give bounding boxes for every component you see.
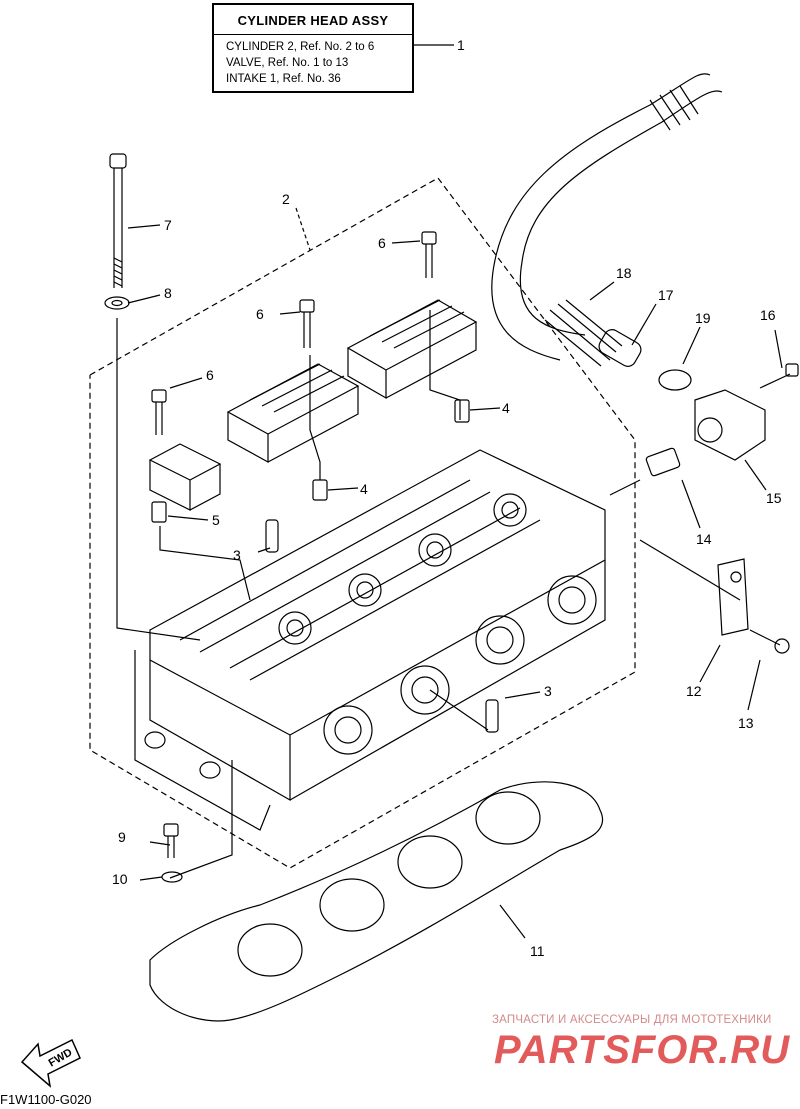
bracket-12	[717, 558, 749, 636]
callout-10: 10	[112, 871, 128, 887]
assembly-title: CYLINDER HEAD ASSY	[237, 13, 389, 28]
assembly-outline	[89, 177, 636, 869]
callout-2: 2	[282, 191, 290, 207]
diagram-code: F1W1100-G020	[0, 1092, 92, 1107]
callout-6-left: 6	[206, 367, 214, 383]
callout-11: 11	[530, 943, 545, 959]
bolt-7-head	[109, 153, 127, 169]
callout-17: 17	[658, 287, 674, 303]
callout-9: 9	[118, 829, 126, 845]
washer-8	[104, 296, 130, 310]
callout-1: 1	[457, 37, 465, 53]
callout-8: 8	[164, 285, 172, 301]
callout-4-right: 4	[502, 400, 510, 416]
fwd-arrow-icon	[20, 1038, 81, 1088]
callout-12: 12	[686, 683, 702, 699]
callout-3-upper: 3	[233, 547, 241, 563]
assembly-line-1: CYLINDER 2, Ref. No. 2 to 6	[226, 41, 375, 53]
assembly-box: CYLINDER HEAD ASSY CYLINDER 2, Ref. No. …	[212, 3, 414, 93]
callout-14: 14	[696, 531, 712, 547]
callout-18: 18	[616, 265, 632, 281]
head-gasket	[149, 781, 604, 1022]
assembly-line-3: INTAKE 1, Ref. No. 36	[226, 73, 341, 85]
callout-5: 5	[212, 512, 220, 528]
callout-19: 19	[695, 310, 711, 326]
assembly-line-2: VALVE, Ref. No. 1 to 13	[226, 57, 349, 69]
thermostat-housing	[694, 389, 766, 461]
callout-15: 15	[766, 490, 782, 506]
watermark-caption: ЗАПЧАСТИ И АКСЕССУАРЫ ДЛЯ МОТОТЕХНИКИ	[492, 1014, 772, 1026]
watermark-brand: PARTSFOR.RU	[494, 1028, 791, 1072]
callout-6-right: 6	[378, 235, 386, 251]
callout-13: 13	[738, 715, 754, 731]
callout-6-middle: 6	[256, 306, 264, 322]
box-divider	[214, 34, 412, 35]
coolant-hose	[491, 73, 711, 361]
callout-3-lower: 3	[544, 683, 552, 699]
callout-16: 16	[760, 307, 776, 323]
callout-4-middle: 4	[360, 481, 368, 497]
callout-7: 7	[164, 217, 172, 233]
